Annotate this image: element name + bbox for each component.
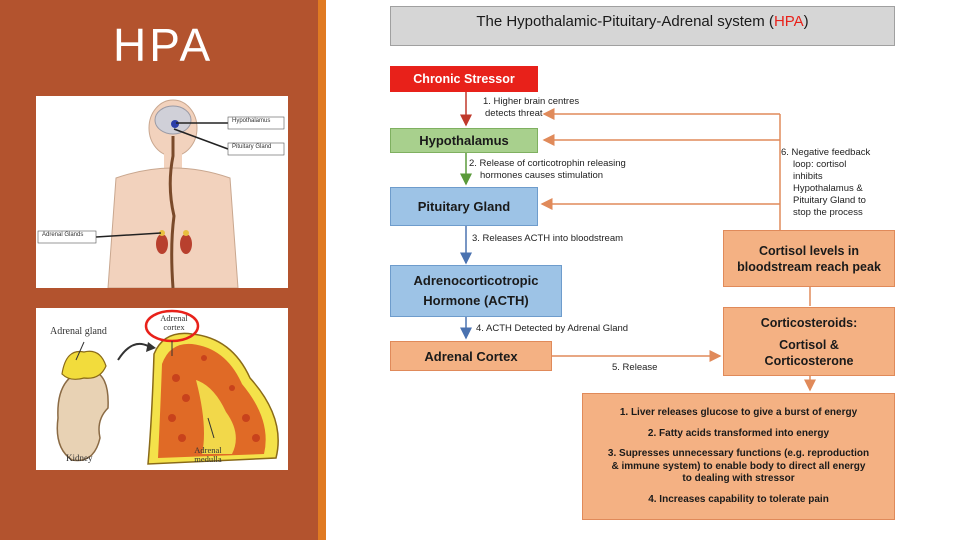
step-6-line-6: stop the process — [793, 207, 863, 218]
pituitary-gland-box: Pituitary Gland — [390, 187, 538, 226]
corticosteroids-line-2: Cortisol & — [779, 337, 839, 352]
step-1-line-2: detects threat — [485, 108, 543, 119]
label-hypothalamus: Hypothalamus — [232, 118, 271, 124]
cortisol-levels-box: Cortisol levels in bloodstream reach pea… — [723, 230, 895, 287]
label-adrenal: Adrenal Glands — [42, 232, 84, 238]
step-6-line-4: Hypothalamus & — [793, 183, 863, 194]
step-4-note: 4. ACTH Detected by Adrenal Gland — [476, 323, 629, 334]
body-figure-illustration — [36, 96, 288, 289]
diagram-title-highlight: HPA — [773, 13, 804, 30]
effects-box: 1. Liver releases glucose to give a burs… — [582, 393, 895, 520]
label-kidney: Kidney — [66, 453, 93, 463]
corticosteroids-box: Corticosteroids: Cortisol & Corticostero… — [723, 307, 895, 376]
effect-3-line-3: to dealing with stressor — [682, 473, 795, 484]
sidebar-accent-stripe — [318, 0, 326, 540]
acth-box: Adrenocorticotropic Hormone (ACTH) — [390, 265, 562, 317]
acth-line-2: Hormone (ACTH) — [423, 293, 529, 308]
chronic-stressor-box: Chronic Stressor — [390, 66, 538, 92]
adrenal-gland-image: Adrenal gland Adrenal cortex Kidney Adre… — [36, 308, 288, 470]
step-6-line-3: inhibits — [793, 171, 823, 182]
acth-line-1: Adrenocorticotropic — [413, 273, 539, 288]
step-6-line-2: loop: cortisol — [793, 159, 847, 170]
label-pituitary: Pituitary Gland — [232, 144, 272, 150]
step-2-line-2: hormones causes stimulation — [480, 170, 604, 181]
diagram-title-prefix: The Hypothalamic-Pituitary-Adrenal syste… — [476, 13, 774, 30]
step-2-line-1: 2. Release of corticotrophin releasing — [469, 158, 626, 169]
effect-4: 4. Increases capability to tolerate pain — [648, 493, 829, 505]
effect-3-line-2: & immune system) to enable body to direc… — [611, 460, 866, 472]
step-6-line-1: 6. Negative feedback — [781, 147, 871, 158]
label-adrenal-medulla: Adrenal medulla — [194, 445, 222, 464]
effect-1: 1. Liver releases glucose to give a burs… — [619, 407, 858, 418]
step-2-note: 2. Release of corticotrophin releasing h… — [469, 158, 626, 182]
slide-title: HPA — [113, 19, 214, 71]
adrenal-cortex-box: Adrenal Cortex — [390, 341, 552, 371]
adrenal-illustration — [36, 308, 288, 470]
corticosteroids-line-1: Corticosteroids: — [760, 315, 858, 330]
step-6-note: 6. Negative feedback loop: cortisol inhi… — [781, 147, 893, 219]
effect-2: 2. Fatty acids transformed into energy — [647, 427, 830, 439]
body-glands-image: Hypothalamus Pituitary Gland Adrenal Gla… — [36, 96, 288, 289]
step-1-line-1: 1. Higher brain centres — [483, 96, 580, 107]
label-adrenal-cortex: Adrenal cortex — [160, 313, 188, 332]
step-5-note: 5. Release — [612, 362, 658, 373]
step-3-note: 3. Releases ACTH into bloodstream — [472, 233, 624, 244]
corticosteroids-line-3: Corticosterone — [764, 353, 854, 368]
label-adrenal-gland: Adrenal gland — [50, 326, 107, 337]
step-1-note: 1. Higher brain centres detects threat — [483, 96, 579, 120]
step-6-line-5: Pituitary Gland to — [793, 195, 866, 206]
hypothalamus-box: Hypothalamus — [390, 128, 538, 153]
diagram-title-suffix: ) — [803, 13, 809, 30]
effect-3-line-1: 3. Supresses unnecessary functions (e.g.… — [607, 448, 870, 459]
diagram-title: The Hypothalamic-Pituitary-Adrenal syste… — [390, 6, 895, 46]
